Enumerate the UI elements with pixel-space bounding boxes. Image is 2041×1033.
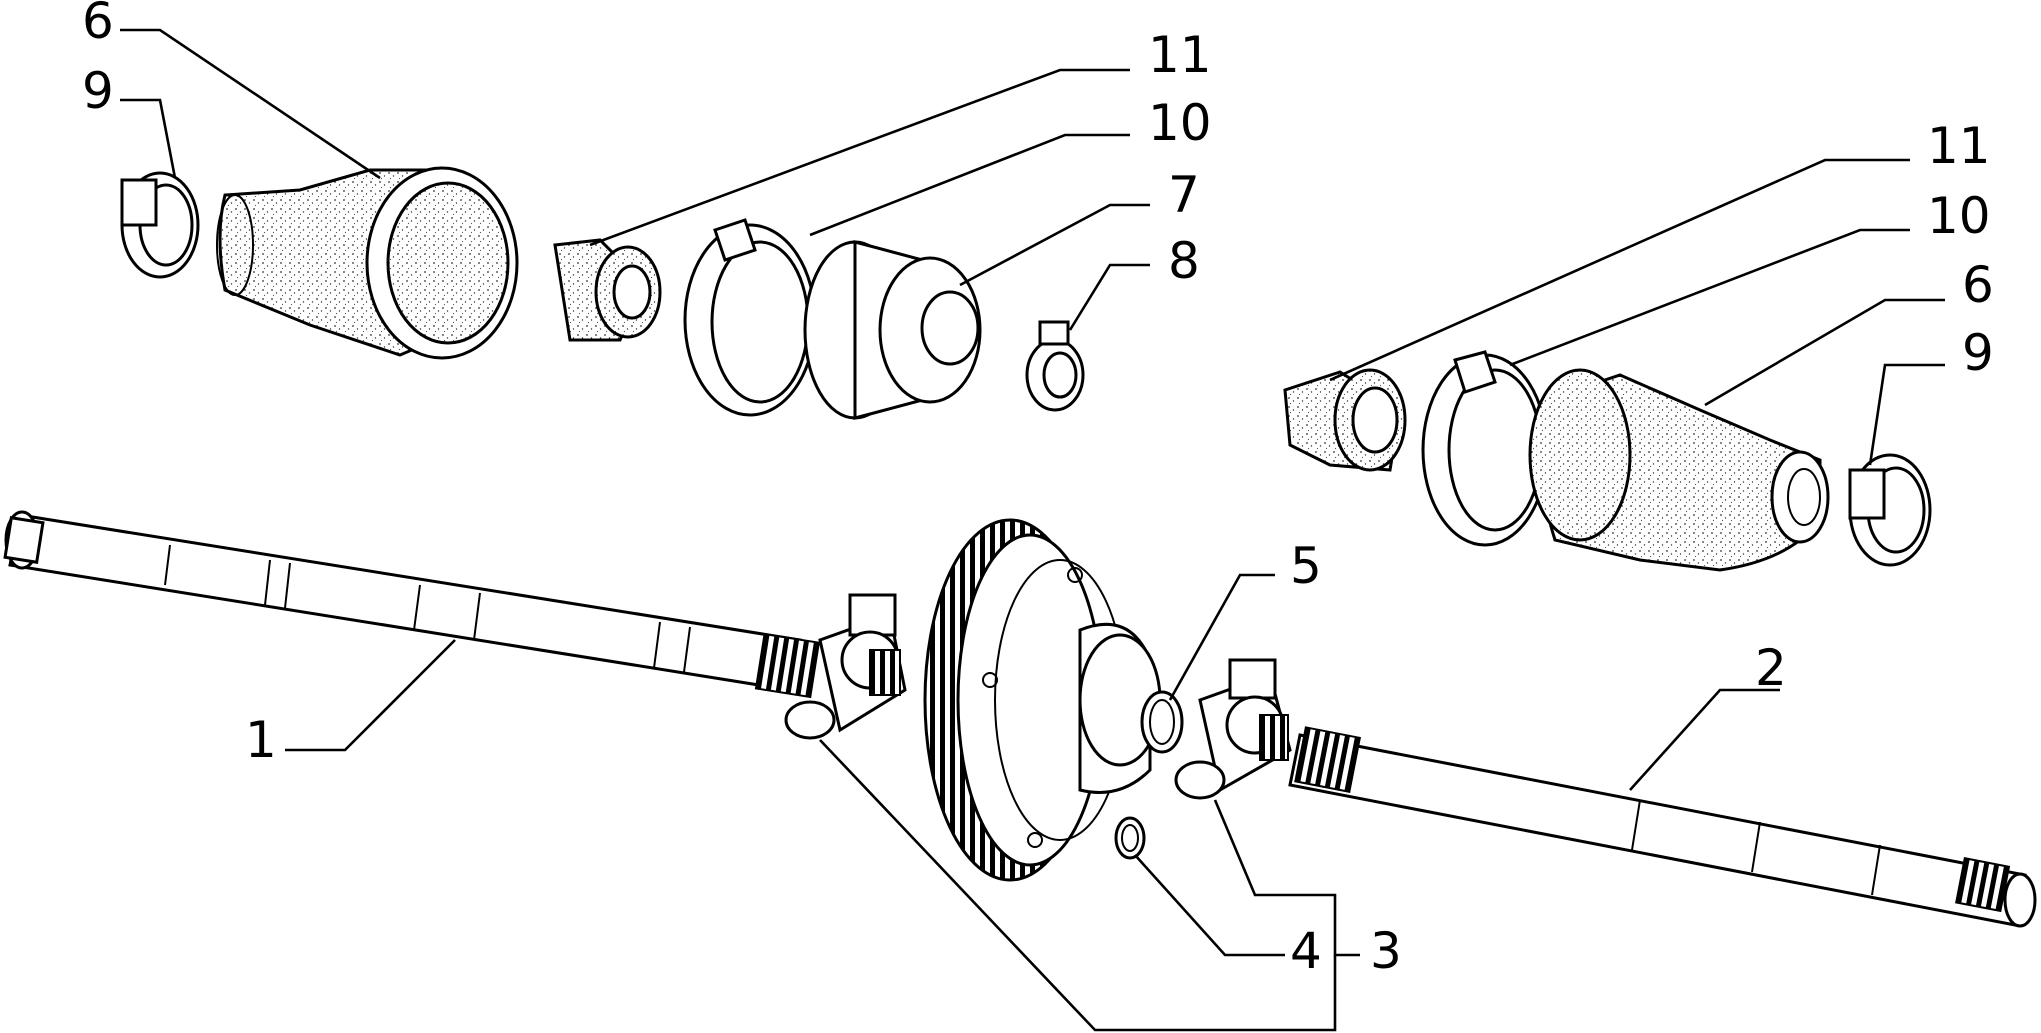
joint-housing [803, 240, 982, 420]
callout-3: 3 [1370, 922, 1402, 980]
callout-1: 1 [245, 711, 277, 769]
ring-4 [1114, 816, 1146, 860]
left-pinion-block [784, 593, 907, 740]
right-axle-shaft [1288, 726, 2037, 928]
callout-9-right: 9 [1962, 324, 1994, 382]
callout-9-left: 9 [82, 62, 114, 120]
callout-7: 7 [1168, 166, 1200, 224]
right-pinion-block [1174, 658, 1292, 800]
callout-10-right: 10 [1927, 187, 1991, 245]
bushing-left [553, 238, 662, 342]
boot-right [1528, 368, 1830, 572]
callout-11-right: 11 [1927, 117, 1991, 175]
large-clamp-right [1421, 350, 1549, 547]
callout-4: 4 [1290, 922, 1322, 980]
callout-6-left: 6 [82, 0, 114, 50]
callout-11-left: 11 [1148, 26, 1212, 84]
boot-left [216, 166, 519, 360]
callout-labels: 6 9 11 10 7 8 11 10 6 9 5 1 2 4 3 [82, 0, 1994, 980]
leader-lines [120, 28, 1945, 1032]
bushing-right [1283, 368, 1407, 472]
callout-10-left: 10 [1148, 94, 1212, 152]
callout-8: 8 [1168, 232, 1200, 290]
left-axle-shaft [3, 510, 821, 699]
small-clamp-left [120, 171, 200, 279]
crown-gear [923, 518, 1162, 882]
callout-5: 5 [1290, 537, 1322, 595]
small-clamp-right [1848, 453, 1932, 567]
large-clamp-left [683, 218, 817, 417]
clip [1025, 320, 1085, 412]
ring-5 [1140, 690, 1184, 754]
callout-2: 2 [1755, 639, 1787, 697]
callout-6-right: 6 [1962, 256, 1994, 314]
